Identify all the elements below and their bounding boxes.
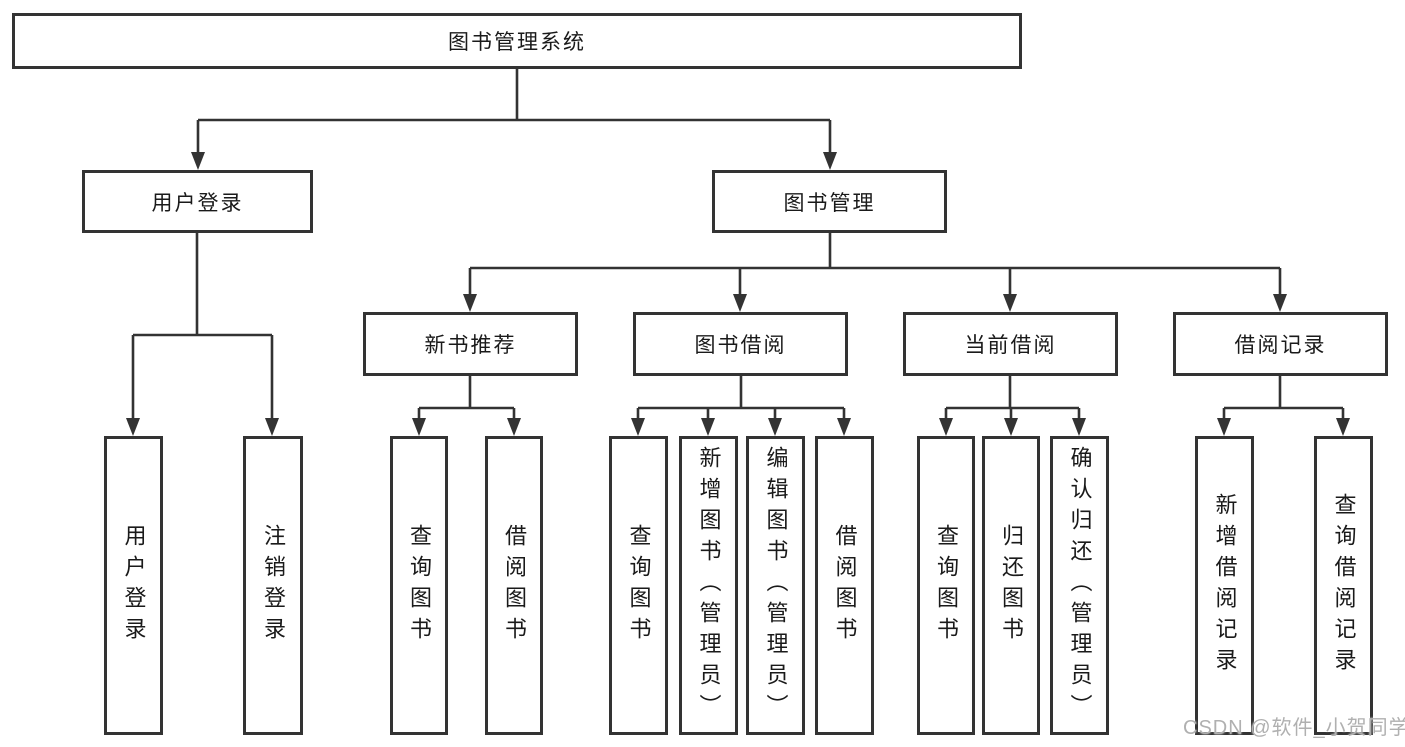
node-book-management-label: 图书管理 bbox=[783, 191, 876, 215]
leaf-user-login-label: 用户登录 bbox=[121, 523, 147, 648]
leaf-borrow-books-recommend-label: 借阅图书 bbox=[502, 523, 527, 648]
leaf-return-books-label: 归还图书 bbox=[999, 523, 1024, 648]
node-current-borrowing-label: 当前借阅 bbox=[964, 334, 1057, 357]
leaf-query-borrow-record-label: 查询借阅记录 bbox=[1331, 492, 1357, 679]
leaf-add-borrow-record: 新增借阅记录 bbox=[1195, 436, 1254, 735]
leaf-query-books-recommend: 查询图书 bbox=[390, 436, 448, 735]
leaf-confirm-return-admin: 确认归还（管理员） bbox=[1050, 436, 1109, 735]
leaf-query-books-current: 查询图书 bbox=[917, 436, 975, 735]
leaf-borrow-books-recommend: 借阅图书 bbox=[485, 436, 543, 735]
node-current-borrowing: 当前借阅 bbox=[903, 312, 1118, 376]
leaf-edit-book-admin-label: 编辑图书（管理员） bbox=[763, 446, 789, 725]
node-borrowing-records: 借阅记录 bbox=[1173, 312, 1388, 376]
leaf-logout-login: 注销登录 bbox=[243, 436, 303, 735]
leaf-add-book-admin: 新增图书（管理员） bbox=[679, 436, 738, 735]
node-root: 图书管理系统 bbox=[12, 13, 1022, 69]
node-book-borrowing: 图书借阅 bbox=[633, 312, 848, 376]
node-book-management: 图书管理 bbox=[712, 170, 947, 233]
node-new-book-recommend: 新书推荐 bbox=[363, 312, 578, 376]
node-borrowing-records-label: 借阅记录 bbox=[1234, 334, 1327, 357]
node-root-label: 图书管理系统 bbox=[448, 31, 586, 54]
node-book-borrowing-label: 图书借阅 bbox=[694, 334, 787, 357]
leaf-query-books-recommend-label: 查询图书 bbox=[407, 523, 432, 648]
leaf-add-book-admin-label: 新增图书（管理员） bbox=[696, 446, 722, 725]
leaf-borrow-books-borrowing-label: 借阅图书 bbox=[832, 523, 858, 648]
node-user-login: 用户登录 bbox=[82, 170, 313, 233]
watermark: CSDN @软件_小贺同学 bbox=[1183, 717, 1405, 739]
leaf-edit-book-admin: 编辑图书（管理员） bbox=[746, 436, 805, 735]
leaf-logout-login-label: 注销登录 bbox=[261, 523, 286, 648]
leaf-user-login: 用户登录 bbox=[104, 436, 163, 735]
leaf-return-books: 归还图书 bbox=[982, 436, 1040, 735]
leaf-query-borrow-record: 查询借阅记录 bbox=[1314, 436, 1373, 735]
node-new-book-recommend-label: 新书推荐 bbox=[424, 334, 517, 357]
node-user-login-label: 用户登录 bbox=[151, 191, 244, 215]
leaf-borrow-books-borrowing: 借阅图书 bbox=[815, 436, 874, 735]
leaf-query-books-borrowing: 查询图书 bbox=[609, 436, 668, 735]
leaf-query-books-borrowing-label: 查询图书 bbox=[626, 523, 652, 648]
leaf-add-borrow-record-label: 新增借阅记录 bbox=[1212, 492, 1238, 679]
leaf-confirm-return-admin-label: 确认归还（管理员） bbox=[1067, 446, 1093, 725]
leaf-query-books-current-label: 查询图书 bbox=[934, 523, 959, 648]
